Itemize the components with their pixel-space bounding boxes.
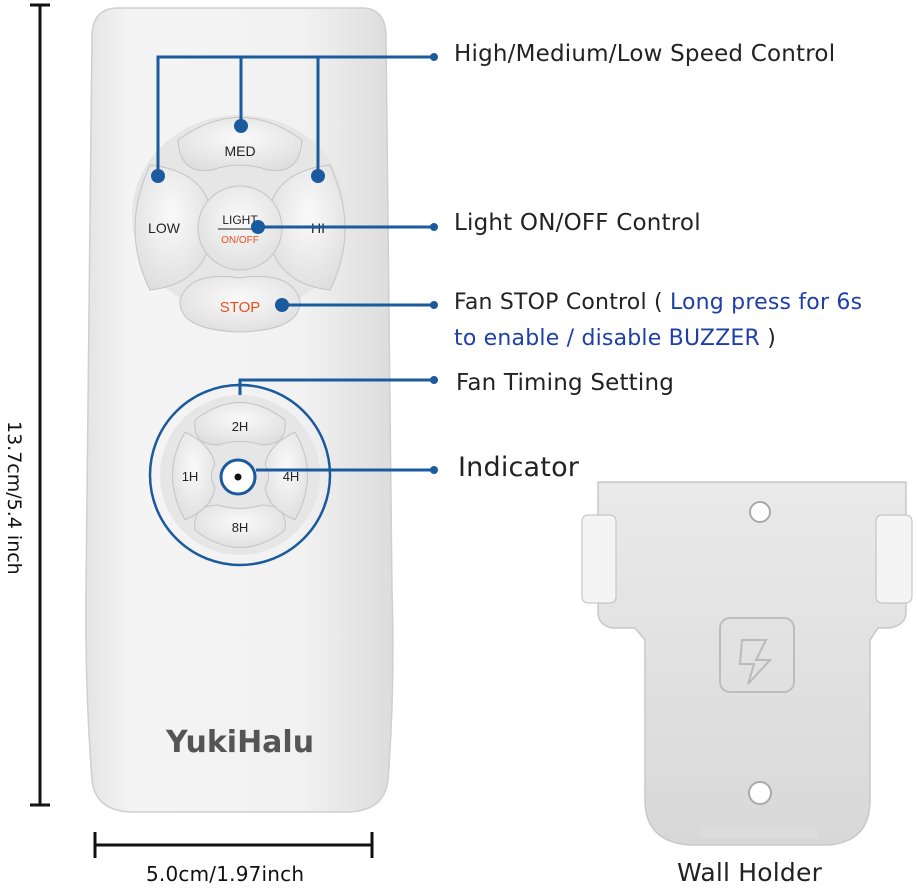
light-label: LIGHT	[222, 213, 258, 227]
height-dimension-line	[30, 3, 50, 807]
low-label: LOW	[148, 220, 181, 236]
brand-logo: YukiHalu	[165, 725, 314, 760]
med-button[interactable]	[177, 117, 303, 172]
buzzer-note-line2: to enable / disable BUZZER	[454, 326, 761, 351]
stop-label: STOP	[220, 299, 261, 316]
wall-holder-label: Wall Holder	[677, 858, 823, 887]
stop-button[interactable]	[179, 275, 301, 333]
buzzer-note-line1: Long press for 6s	[669, 290, 863, 315]
timer-8h-button[interactable]	[194, 504, 286, 548]
low-button[interactable]	[134, 164, 209, 291]
stop-control-label: Fan STOP Control ( Long press for 6s to …	[454, 285, 862, 357]
timer-1h-label: 1H	[182, 469, 199, 484]
med-label: MED	[224, 143, 255, 159]
light-control-label: Light ON/OFF Control	[454, 210, 701, 236]
width-dimension-label: 5.0cm/1.97inch	[146, 862, 305, 886]
width-dimension-line	[93, 832, 374, 858]
timing-setting-label: Fan Timing Setting	[456, 370, 675, 396]
speed-control-label: High/Medium/Low Speed Control	[454, 41, 836, 67]
remote-control: MED LOW HI LIGHT ON/OFF STOP 2H 1H 4H 8H…	[85, 7, 394, 813]
stop-prefix: Fan STOP Control (	[454, 290, 670, 315]
height-dimension-label: 13.7cm/5.4 inch	[3, 421, 25, 575]
wall-holder	[581, 481, 913, 846]
onoff-label: ON/OFF	[221, 235, 259, 246]
stop-suffix: )	[760, 326, 776, 351]
speed-callout	[156, 55, 432, 175]
timer-4h-button[interactable]	[264, 431, 308, 521]
timer-8h-label: 8H	[232, 520, 249, 535]
timer-1h-button[interactable]	[172, 431, 216, 521]
timer-4h-label: 4H	[283, 469, 300, 484]
timer-2h-label: 2H	[232, 419, 249, 434]
indicator-label: Indicator	[458, 452, 580, 483]
timing-callout	[238, 378, 432, 395]
timer-2h-button[interactable]	[194, 402, 286, 446]
